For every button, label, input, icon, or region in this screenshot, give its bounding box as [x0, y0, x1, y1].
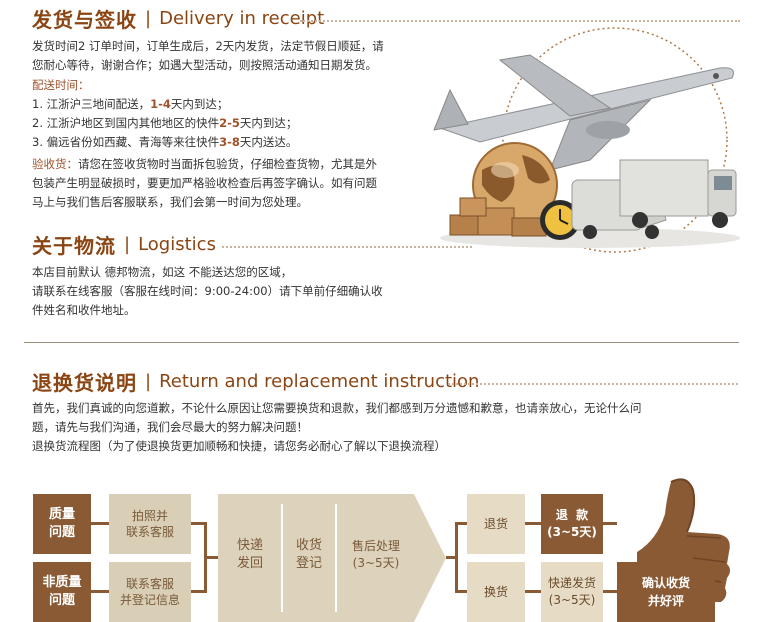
- airplane-icon: [433, 54, 734, 171]
- flow-connector: [191, 522, 205, 525]
- title-divider: |: [124, 234, 131, 255]
- exchange-box: 换货: [467, 562, 525, 622]
- return-goods-box: 退货: [467, 494, 525, 554]
- express-return-step: 快递 发回: [236, 538, 263, 571]
- flow-connector: [191, 590, 205, 593]
- returns-title-en: Return and replacement instruction: [159, 371, 480, 392]
- clock-icon: [540, 200, 580, 240]
- delivery-intro-line: 发货时间2 订单时间，订单生成后，2天内发货，法定节假日顺延，请: [32, 39, 384, 53]
- title-divider: |: [145, 371, 152, 392]
- non-quality-issue-box: 非质量 问题: [33, 562, 91, 622]
- logistics-text: 本店目前默认 德邦物流，如这 不能送达您的区域， 请联系在线客服（客服在线时间：…: [32, 265, 383, 317]
- schedule-item: 3. 偏远省份如西藏、青海等来往快件3-8天内送达。: [32, 135, 298, 149]
- schedule-list: 1. 江浙沪三地间配送，1-4天内到达； 2. 江浙沪地区到国内其他地区的快件2…: [32, 95, 297, 152]
- flow-connector: [204, 556, 218, 559]
- flow-connector: [525, 590, 541, 593]
- contact-register-box: 联系客服 并登记信息: [109, 562, 191, 622]
- quality-issue-box: 质量 问题: [33, 494, 91, 554]
- process-arrow: [218, 494, 446, 622]
- cargo-boxes-icon: [449, 197, 547, 237]
- receive-register-step: 收货 登记: [295, 538, 322, 571]
- returns-title-cn: 退换货说明: [32, 371, 137, 395]
- delivery-intro-line: 您耐心等待，谢谢合作；如遇大型活动，则按照活动通知日期发货。: [32, 58, 377, 72]
- title-dotted-line: [222, 246, 472, 248]
- flow-connector: [91, 590, 109, 593]
- delivery-title-cn: 发货与签收: [32, 8, 137, 32]
- flow-connector: [455, 522, 467, 525]
- title-dotted-line: [448, 383, 738, 385]
- refund-box: 退 款 (3~5天): [541, 494, 603, 554]
- flow-connector: [603, 522, 617, 525]
- returns-text: 首先，我们真诚的向您道歉，不论什么原因让您需要换货和退款，我们都感到万分遗憾和歉…: [32, 401, 642, 453]
- delivery-intro: 发货时间2 订单时间，订单生成后，2天内发货，法定节假日顺延，请 您耐心等待，谢…: [32, 37, 384, 75]
- dotted-circle: [502, 27, 728, 253]
- schedule-item: 1. 江浙沪三地间配送，1-4天内到达；: [32, 97, 229, 111]
- title-dotted-line: [300, 20, 740, 22]
- logistics-title-en: Logistics: [138, 234, 216, 255]
- inspect-label: 验收货：: [32, 157, 78, 171]
- schedule-label: 配送时间：: [32, 78, 90, 92]
- flow-connector: [525, 522, 541, 525]
- section-divider: [24, 342, 739, 343]
- flow-connector: [455, 522, 458, 593]
- flow-connector: [91, 522, 109, 525]
- logistics-title-cn: 关于物流: [32, 234, 116, 258]
- flow-connector: [446, 556, 456, 559]
- logistics-illustration: [433, 27, 740, 253]
- logistics-title: 关于物流 | Logistics: [32, 230, 216, 259]
- inspection-text: 验收货：请您在签收货物时当面拆包验货，仔细检查货物，尤其是外 包装产生明显破损时…: [32, 157, 377, 209]
- flow-connector: [455, 590, 467, 593]
- delivery-title-en: Delivery in receipt: [159, 8, 325, 29]
- confirm-review-box: 确认收货 并好评: [617, 562, 715, 622]
- globe-icon: [472, 142, 558, 228]
- delivery-title: 发货与签收 | Delivery in receipt: [32, 4, 324, 33]
- schedule-item: 2. 江浙沪地区到国内其他地区的快件2-5天内到达；: [32, 116, 298, 130]
- title-divider: |: [145, 8, 152, 29]
- express-ship-box: 快递发货 (3~5天): [541, 562, 603, 622]
- truck-icon: [619, 159, 737, 228]
- returns-title: 退换货说明 | Return and replacement instructi…: [32, 367, 479, 396]
- photo-contact-box: 拍照并 联系客服: [109, 494, 191, 554]
- after-sale-step: 售后处理 (3~5天): [351, 539, 400, 570]
- flow-connector: [603, 590, 617, 593]
